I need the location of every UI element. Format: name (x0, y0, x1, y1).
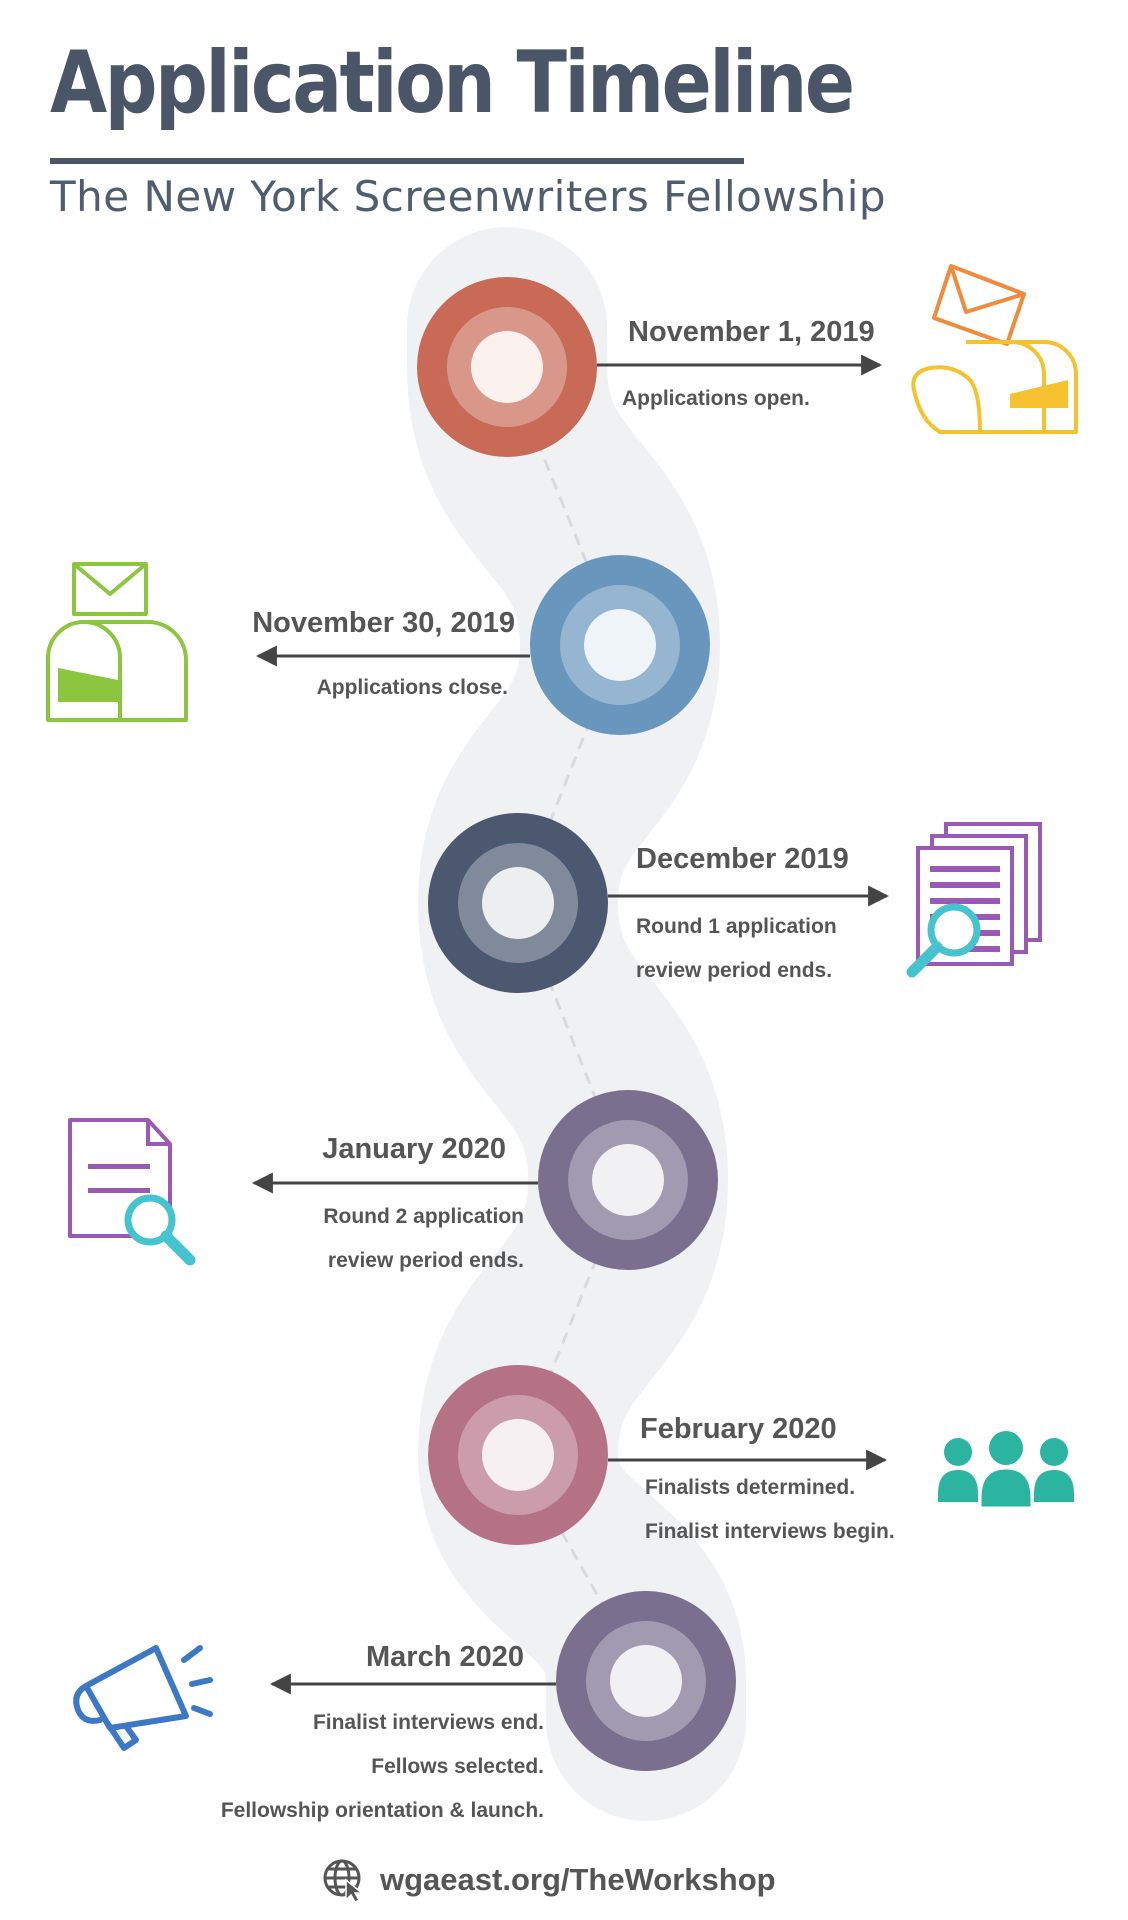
event-description-line: Applications close. (316, 676, 508, 699)
event-description-line: Finalists determined. (645, 1476, 856, 1499)
globe-cursor-icon (323, 1859, 365, 1902)
event-date: January 2020 (322, 1133, 506, 1165)
event-description-line: Applications open. (622, 387, 810, 410)
title-underline (50, 158, 744, 164)
event-date: November 1, 2019 (628, 316, 875, 348)
event-description-line: Round 1 application (636, 915, 837, 938)
documents-search-icon (906, 822, 1042, 978)
event-date: December 2019 (636, 843, 849, 875)
event-date: February 2020 (640, 1413, 837, 1445)
event-description-line: Fellowship orientation & launch. (220, 1799, 544, 1822)
team-icon (938, 1431, 1074, 1510)
event-description-line: Finalist interviews end. (312, 1711, 544, 1734)
event-date: March 2020 (366, 1641, 524, 1673)
footer: wgaeast.org/TheWorkshop (322, 1858, 776, 1902)
timeline-node-1 (417, 277, 597, 457)
timeline-node-6 (556, 1591, 736, 1771)
mailbox-open-icon (911, 264, 1078, 434)
timeline-node-3 (428, 813, 608, 993)
event-description-line: review period ends. (636, 959, 833, 982)
event-description-line: Finalist interviews begin. (645, 1520, 895, 1543)
timeline-node-4 (538, 1090, 718, 1270)
event-description-line: Round 2 application (323, 1205, 524, 1228)
timeline-node-5 (428, 1365, 608, 1545)
footer-link[interactable]: wgaeast.org/TheWorkshop (380, 1862, 776, 1897)
event-description-line: Fellows selected. (371, 1755, 544, 1778)
megaphone-icon (73, 1645, 213, 1751)
document-search-icon (68, 1118, 196, 1266)
page-subtitle: The New York Screenwriters Fellowship (50, 172, 887, 221)
page-title: Application Timeline (50, 33, 855, 133)
mailbox-closed-icon (46, 562, 188, 722)
event-date: November 30, 2019 (252, 607, 515, 639)
event-description-line: review period ends. (327, 1249, 524, 1272)
timeline-node-2 (530, 555, 710, 735)
